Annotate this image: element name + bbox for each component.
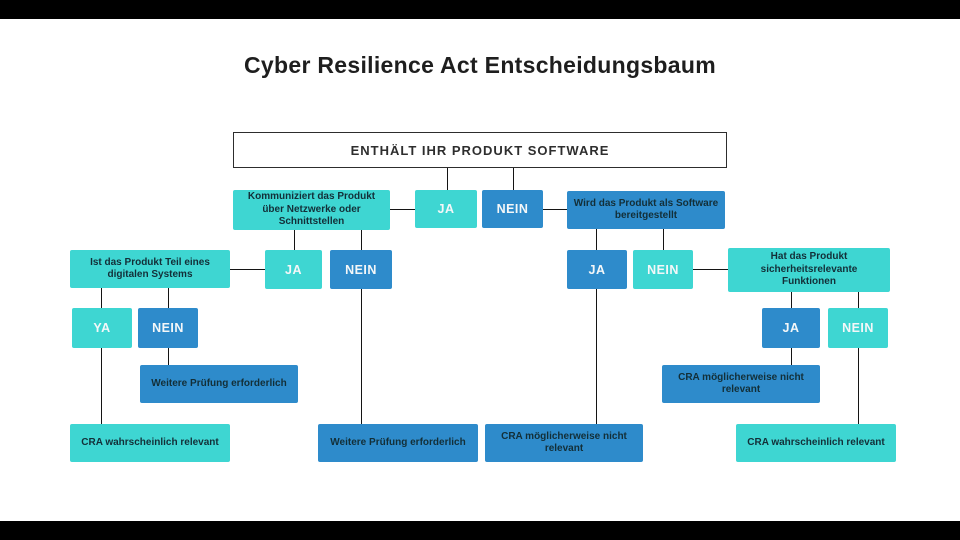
connector-line (101, 288, 102, 308)
letterbox-bar-bottom (0, 521, 960, 540)
connector-line (543, 209, 567, 210)
outcome-cra-wahrscheinlich-right: CRA wahrscheinlich relevant (736, 424, 896, 462)
outcome-weitere-pruefung-left: Weitere Prüfung erforderlich (140, 365, 298, 403)
connector-line (168, 288, 169, 308)
connector-line (390, 209, 415, 210)
connector-line (596, 229, 597, 250)
connector-line (663, 229, 664, 250)
page-title: Cyber Resilience Act Entscheidungsbaum (244, 52, 716, 78)
connector-line (168, 348, 169, 365)
connector-line (693, 269, 728, 270)
question-digital-system: Ist das Produkt Teil eines digitalen Sys… (70, 250, 230, 288)
connector-line (596, 289, 597, 424)
connector-line (513, 168, 514, 190)
connector-line (791, 292, 792, 308)
connector-line (294, 230, 295, 250)
root-answer-nein: NEIN (482, 190, 543, 228)
digital-answer-ya: YA (72, 308, 132, 348)
connector-line (858, 348, 859, 424)
letterbox-bar-top (0, 0, 960, 19)
connector-line (447, 168, 448, 190)
connector-line (230, 269, 265, 270)
software-answer-ja: JA (567, 250, 627, 289)
security-answer-nein: NEIN (828, 308, 888, 348)
question-security-functions: Hat das Produkt sicherheitsrelevante Fun… (728, 248, 890, 292)
question-network-interfaces: Kommuniziert das Produkt über Netzwerke … (233, 190, 390, 230)
connector-line (361, 289, 362, 424)
network-answer-ja: JA (265, 250, 322, 289)
outcome-cra-nicht-relevant-right: CRA möglicherweise nicht relevant (662, 365, 820, 403)
network-answer-nein: NEIN (330, 250, 392, 289)
outcome-cra-nicht-relevant-mid: CRA möglicherweise nicht relevant (485, 424, 643, 462)
connector-line (858, 292, 859, 308)
digital-answer-nein: NEIN (138, 308, 198, 348)
connector-line (361, 230, 362, 250)
outcome-weitere-pruefung-mid: Weitere Prüfung erforderlich (318, 424, 478, 462)
software-answer-nein: NEIN (633, 250, 693, 289)
question-software-provided: Wird das Produkt als Software bereitgest… (567, 191, 725, 229)
root-answer-ja: JA (415, 190, 477, 228)
security-answer-ja: JA (762, 308, 820, 348)
connector-line (101, 348, 102, 424)
outcome-cra-wahrscheinlich-left: CRA wahrscheinlich relevant (70, 424, 230, 462)
root-question-box: ENTHÄLT IHR PRODUKT SOFTWARE (233, 132, 727, 168)
connector-line (791, 348, 792, 365)
